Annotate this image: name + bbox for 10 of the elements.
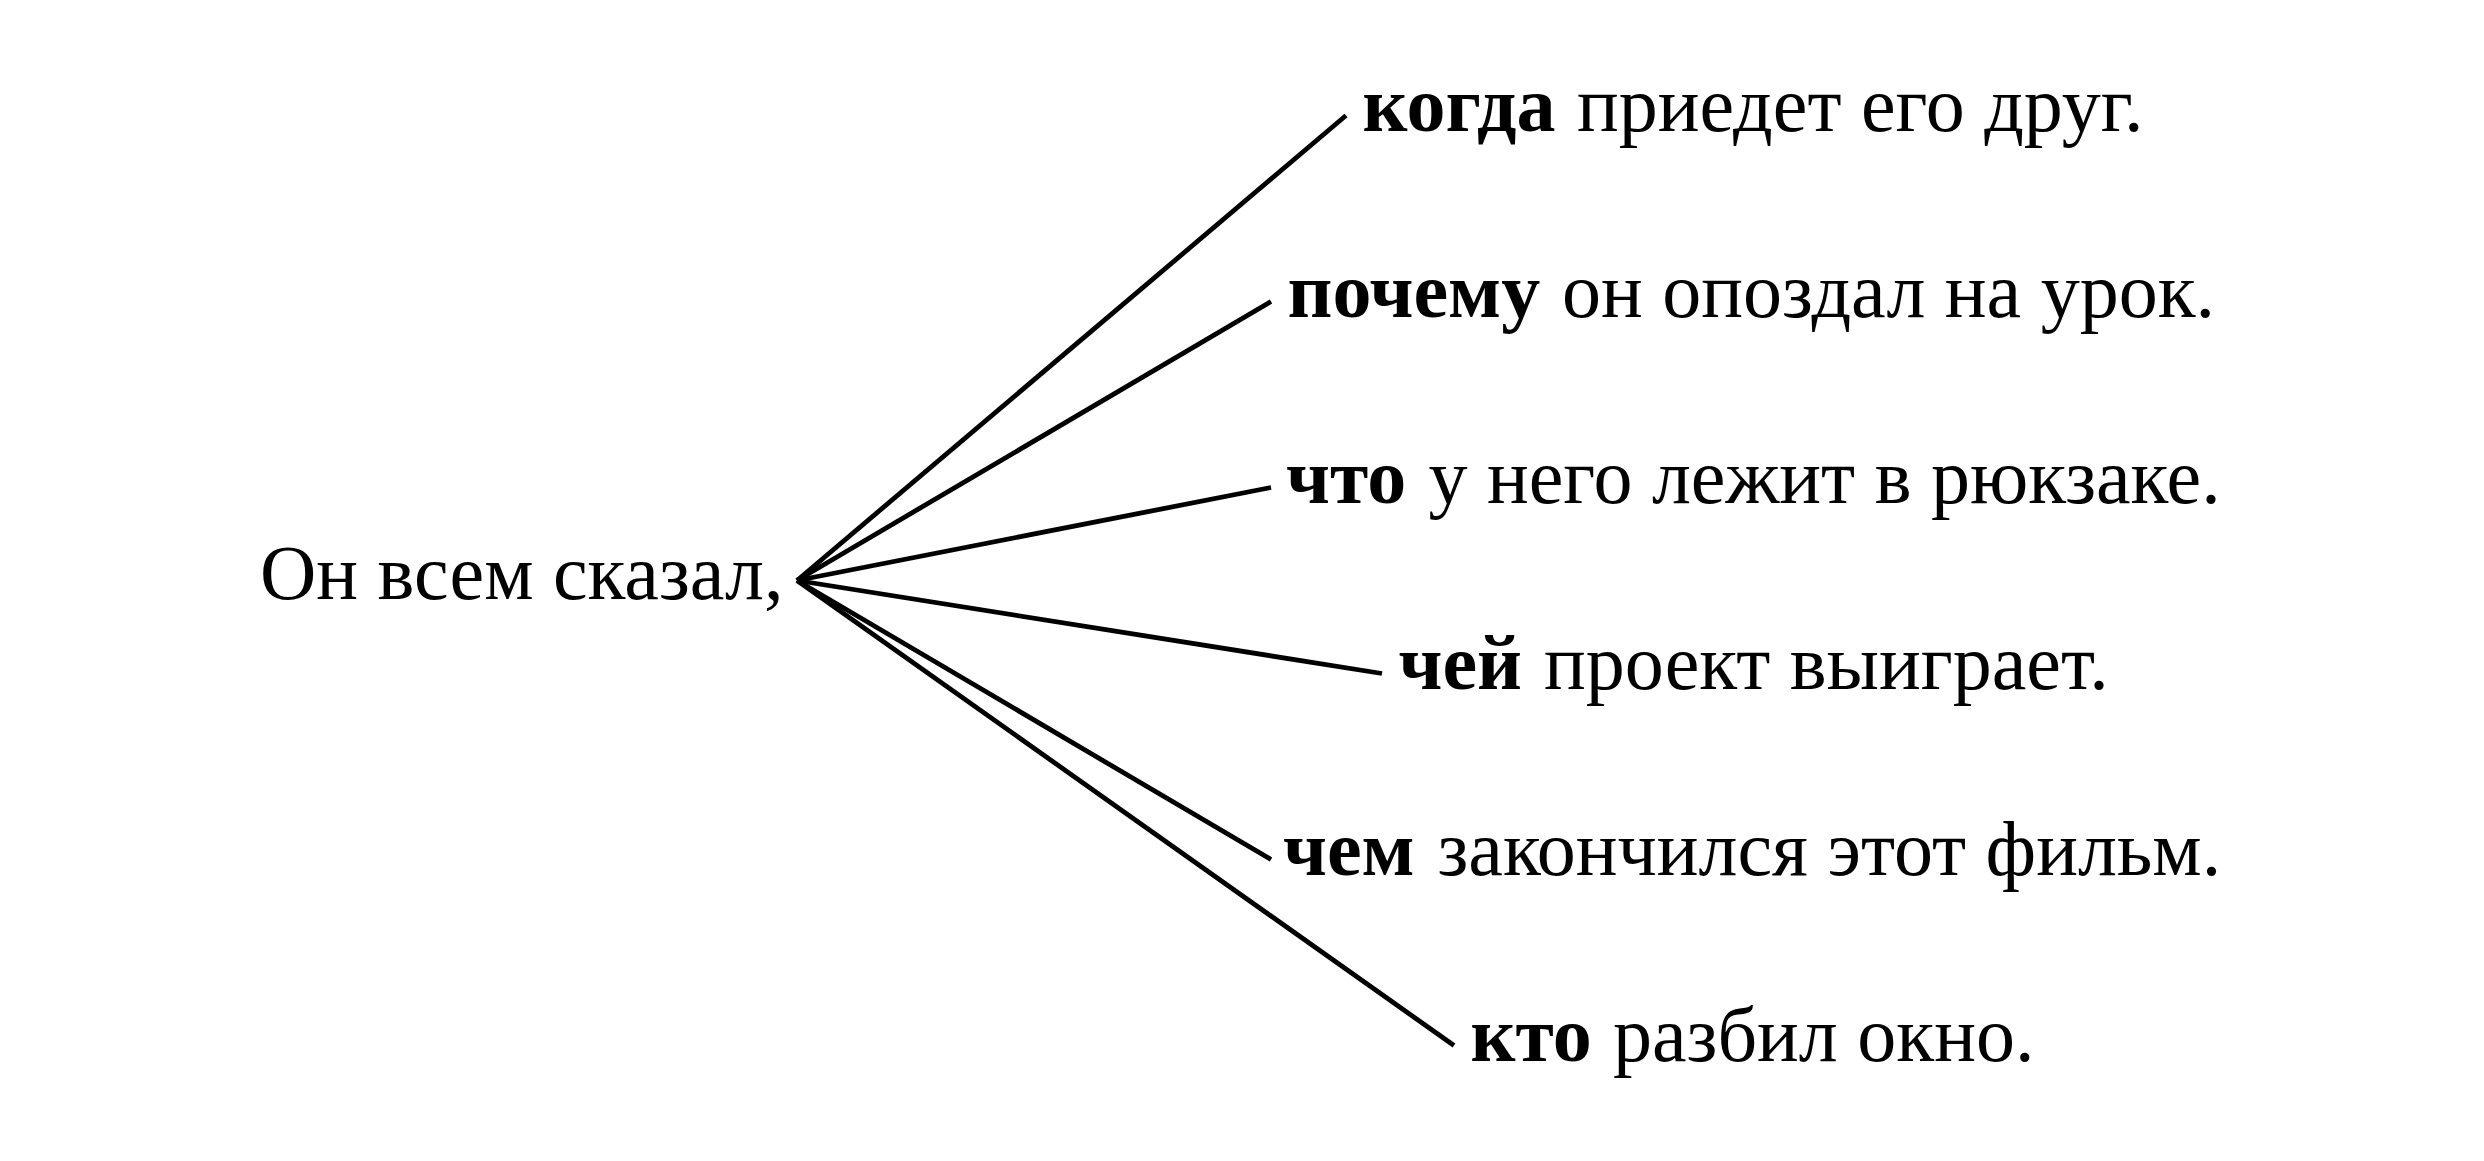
- node-text: чем закончился этот фильм.: [1282, 805, 2221, 893]
- node-text: кто разбил окно.: [1470, 991, 2034, 1079]
- connector: [795, 578, 1455, 1048]
- node-text: что у него лежит в рюкзаке.: [1285, 433, 2221, 521]
- connector: [794, 113, 1348, 583]
- node-text: когда приедет его друг.: [1362, 61, 2143, 149]
- node-text: почему он опоздал на урок.: [1287, 247, 2215, 335]
- node-text: чей проект выиграет.: [1398, 619, 2109, 707]
- node-text: Он всем сказал,: [259, 529, 783, 617]
- connector: [795, 299, 1272, 583]
